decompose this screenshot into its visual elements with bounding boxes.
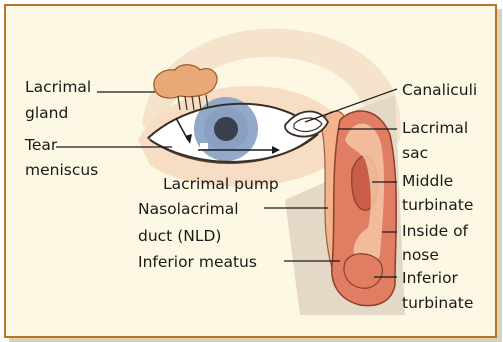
label-inferior-turbinate-line1: Inferior bbox=[402, 269, 459, 287]
label-canaliculi: Canaliculi bbox=[402, 81, 477, 99]
label-lacrimal-pump: Lacrimal pump bbox=[163, 175, 279, 193]
label-inside-nose-line2: nose bbox=[402, 246, 439, 264]
eye-highlight bbox=[200, 143, 208, 149]
label-lacrimal-sac-line1: Lacrimal bbox=[402, 119, 468, 137]
label-middle-turbinate-line2: turbinate bbox=[402, 196, 473, 214]
label-inside-nose-line1: Inside of bbox=[402, 222, 469, 240]
pupil bbox=[214, 117, 238, 141]
label-inferior-meatus: Inferior meatus bbox=[138, 253, 257, 271]
label-nld-line1: Nasolacrimal bbox=[138, 200, 239, 218]
label-nld-line2: duct (NLD) bbox=[138, 227, 221, 245]
label-tear-meniscus-line1: Tear bbox=[24, 136, 58, 154]
lacrimal-gland bbox=[154, 65, 217, 98]
label-inferior-turbinate-line2: turbinate bbox=[402, 294, 473, 312]
label-middle-turbinate-line1: Middle bbox=[402, 172, 453, 190]
label-lacrimal-gland-line1: Lacrimal bbox=[25, 78, 91, 96]
label-lacrimal-gland-line2: gland bbox=[25, 104, 68, 122]
inferior-turbinate bbox=[344, 254, 382, 289]
label-lacrimal-sac-line2: sac bbox=[402, 144, 428, 162]
label-tear-meniscus-line2: meniscus bbox=[25, 161, 98, 179]
